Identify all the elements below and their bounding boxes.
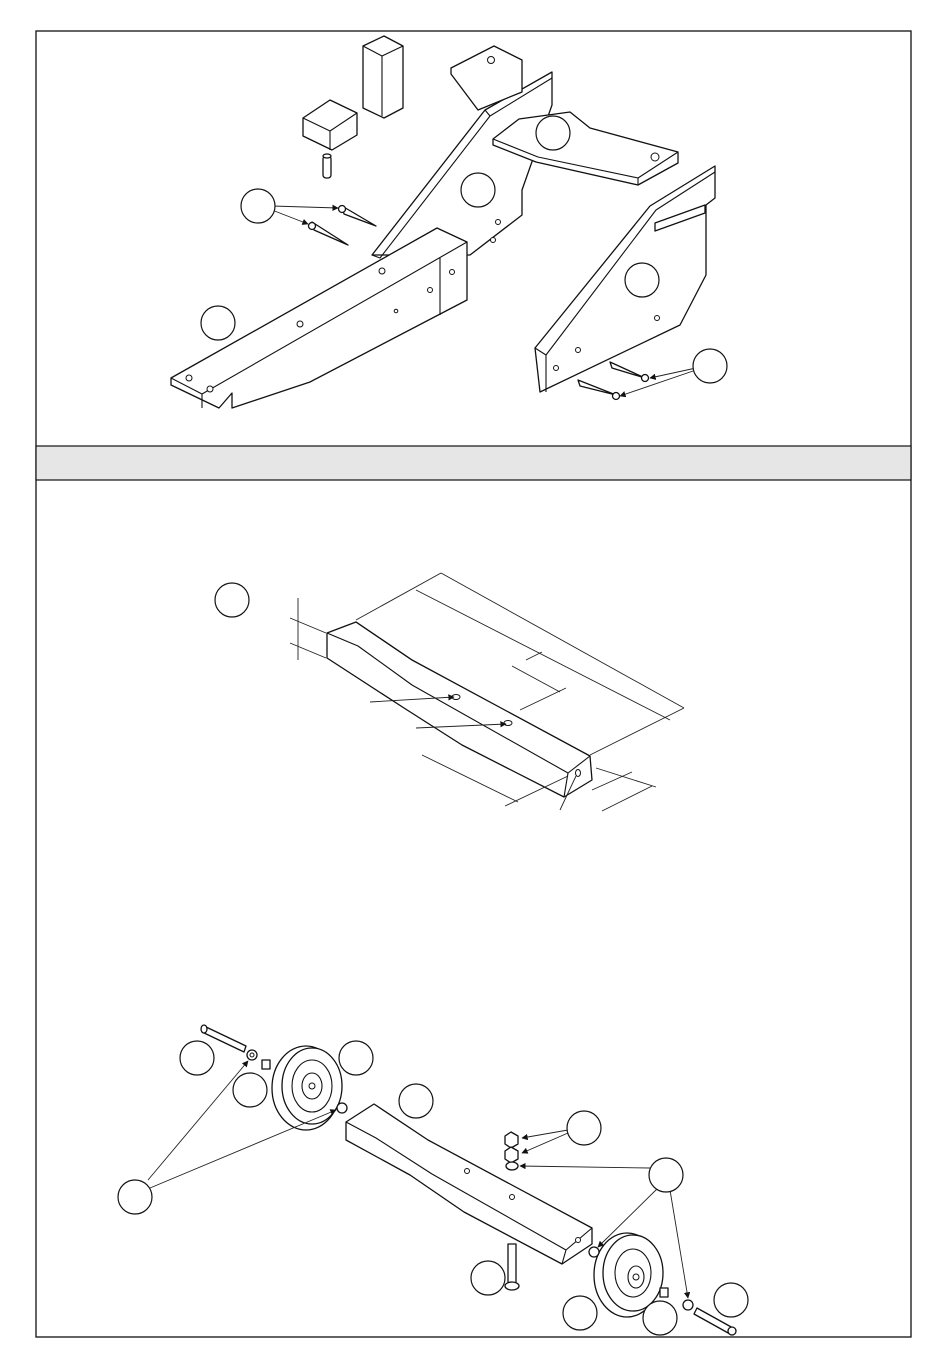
- callout-circle: [693, 349, 727, 383]
- section-band: [36, 446, 911, 480]
- callout-circle: [563, 1296, 597, 1330]
- callout-circle: [714, 1283, 748, 1317]
- callout-circle: [625, 263, 659, 297]
- callout-circle: [118, 1180, 152, 1214]
- callout-circle: [180, 1041, 214, 1075]
- small-block: [303, 100, 357, 150]
- screws-left: [272, 206, 376, 246]
- callout-circle: [471, 1261, 505, 1295]
- callout-circle: [643, 1301, 677, 1335]
- washer: [589, 1247, 599, 1257]
- axle-block: [327, 622, 592, 797]
- callout-circle: [215, 583, 249, 617]
- screws-right: [578, 362, 696, 400]
- right-washer: [683, 1300, 693, 1310]
- callout-circle: [567, 1111, 601, 1145]
- frame-assembly-panel: [171, 36, 727, 408]
- dowel-pin: [323, 154, 331, 178]
- callout-circle: [233, 1073, 267, 1107]
- left-spacer: [262, 1060, 270, 1069]
- callout-circle: [399, 1084, 433, 1118]
- callout-circle: [241, 189, 275, 223]
- axle-dimension-panel: [215, 573, 684, 811]
- callout-circle: [339, 1041, 373, 1075]
- right-spacer: [660, 1288, 668, 1297]
- tall-block: [363, 36, 403, 118]
- left-wheel: [272, 1046, 342, 1130]
- callout-circle: [649, 1158, 683, 1192]
- wheel-assembly-panel: [118, 1025, 748, 1335]
- axle-beam: [346, 1104, 592, 1264]
- callout-circle: [201, 306, 235, 340]
- callout-circle: [536, 116, 570, 150]
- callout-circle: [461, 173, 495, 207]
- carriage-bolt: [505, 1244, 519, 1290]
- dimension-lines: [290, 573, 684, 811]
- washer: [337, 1103, 347, 1113]
